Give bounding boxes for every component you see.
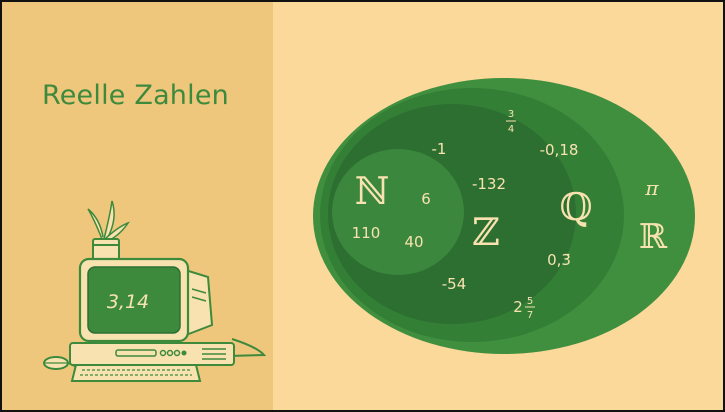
plant-icon xyxy=(87,200,130,262)
fraction-three-quarters: 3 4 xyxy=(506,109,516,135)
mouse-icon xyxy=(43,356,77,370)
screen-value: 3,14 xyxy=(107,291,149,313)
computer-icon: 3,14 xyxy=(43,200,267,382)
keyboard-icon xyxy=(70,364,202,382)
fraction-two-five-sevenths: 2 5 7 xyxy=(513,296,535,321)
fraction-denominator: 4 xyxy=(508,124,514,135)
fraction-numerator: 3 xyxy=(508,109,514,120)
value-pi: π xyxy=(644,176,659,200)
set-N-region xyxy=(332,149,464,275)
fraction-whole: 2 xyxy=(513,298,523,316)
set-Q-symbol: ℚ xyxy=(559,185,592,229)
cable xyxy=(191,338,267,358)
value-minus-0-18: -0,18 xyxy=(540,141,579,159)
value-40: 40 xyxy=(404,233,423,251)
value-minus-54: -54 xyxy=(442,275,467,293)
value-110: 110 xyxy=(352,224,381,242)
set-R-symbol: ℝ xyxy=(639,217,668,257)
fraction-denominator: 7 xyxy=(527,310,533,321)
value-minus-132: -132 xyxy=(472,175,506,193)
left-panel: Reelle Zahlen 3,14 xyxy=(2,2,273,410)
set-Z-symbol: ℤ xyxy=(472,210,500,254)
fraction-numerator: 5 xyxy=(527,296,533,307)
value-6: 6 xyxy=(421,190,431,208)
set-N-symbol: ℕ xyxy=(355,169,390,213)
value-minus-1: -1 xyxy=(432,140,447,158)
page-title: Reelle Zahlen xyxy=(42,80,229,111)
value-0-3-repeating: 0,3̄ xyxy=(547,251,571,269)
screen xyxy=(87,266,181,334)
